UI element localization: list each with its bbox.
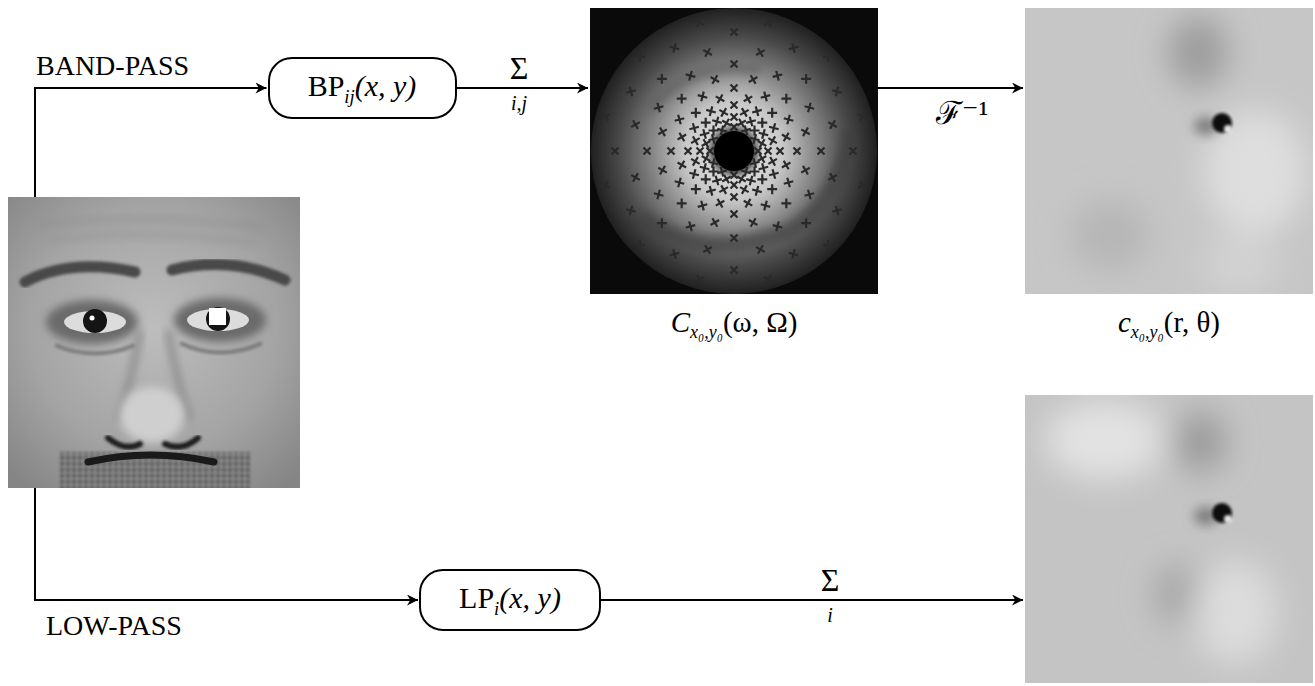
result-image: cx₀,y₀(r, θ) xyxy=(1025,8,1313,294)
bandpass-result-image xyxy=(1025,8,1313,294)
math-text: c xyxy=(1118,306,1131,338)
lowpass-result-image xyxy=(1025,395,1313,683)
image-caption: Cx₀,y₀(ω, Ω) xyxy=(590,306,878,343)
spectrum-image: Cx₀,y₀(ω, Ω) xyxy=(590,8,878,294)
math-text: (x, y) xyxy=(499,581,561,614)
arrow-connector xyxy=(878,87,1023,89)
box-text: BPij(x, y) xyxy=(308,69,417,107)
arrow-connector xyxy=(601,599,1023,601)
edge-label: Σ xyxy=(821,564,840,596)
arrow-connector xyxy=(457,87,589,89)
math-text: x₀,y₀ xyxy=(1131,322,1164,342)
edge-label: BAND-PASS xyxy=(36,52,189,80)
input-image xyxy=(8,197,300,488)
filter-box: BPij(x, y) xyxy=(268,57,457,119)
edge-label: Σ xyxy=(510,52,529,84)
math-text: (x, y) xyxy=(355,69,417,102)
face-photo xyxy=(8,197,300,488)
edge-label: ℱ⁻¹ xyxy=(936,97,988,129)
arrow-connector xyxy=(35,488,418,600)
result-image xyxy=(1025,395,1313,683)
sum-index: i xyxy=(827,605,833,625)
marker-square xyxy=(209,308,226,325)
image-caption: cx₀,y₀(r, θ) xyxy=(1025,306,1313,343)
math-text: ij xyxy=(344,86,354,107)
arrow-connector xyxy=(35,88,267,197)
math-text: (ω, Ω) xyxy=(723,306,797,338)
math-text: BP xyxy=(308,69,345,102)
math-text: x₀,y₀ xyxy=(690,322,723,342)
edge-label: LOW-PASS xyxy=(46,612,182,640)
frequency-spectrum xyxy=(590,8,878,294)
filter-box: LPi(x, y) xyxy=(419,569,601,631)
math-text: C xyxy=(671,306,690,338)
math-text: (r, θ) xyxy=(1164,306,1220,338)
math-text: i xyxy=(494,598,499,619)
sum-index: i,j xyxy=(511,93,527,113)
box-text: LPi(x, y) xyxy=(459,581,561,619)
math-text: LP xyxy=(459,581,494,614)
